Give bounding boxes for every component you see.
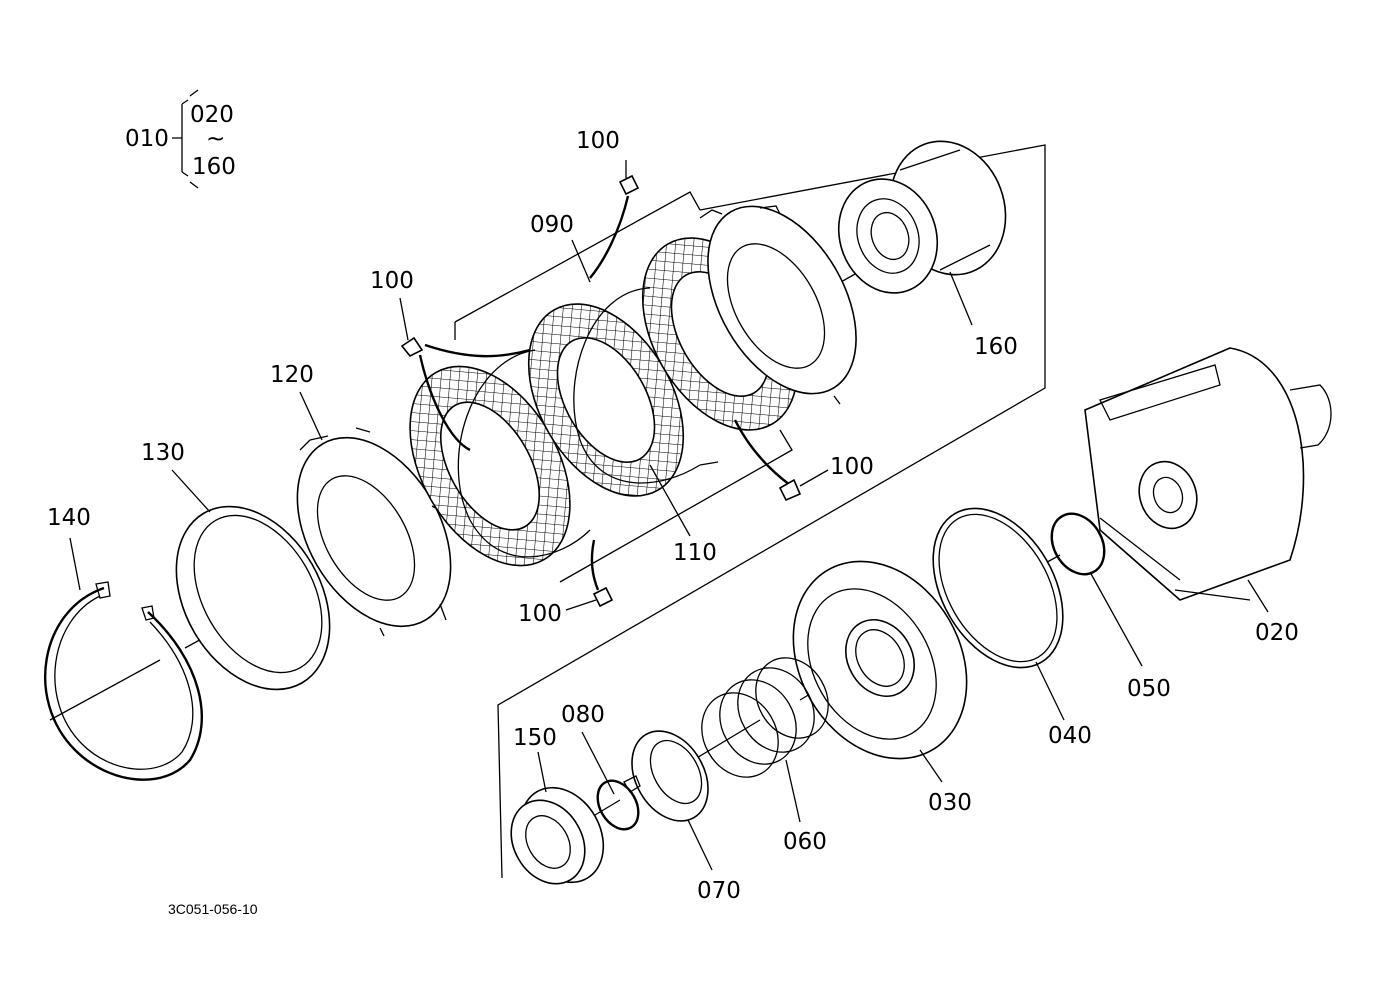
piston-030 bbox=[792, 560, 968, 760]
friction-disc-110-1 bbox=[409, 365, 571, 567]
shim-ring-130 bbox=[175, 505, 331, 691]
steel-plate-090-2 bbox=[573, 287, 719, 484]
callout-040: 040 bbox=[1048, 723, 1092, 749]
callout-080: 080 bbox=[561, 702, 605, 728]
assembly-range-sep: ~ bbox=[206, 126, 225, 152]
callout-030: 030 bbox=[928, 790, 972, 816]
callout-100-right: 100 bbox=[830, 454, 874, 480]
callout-labels: 020 030 040 050 060 070 080 090 100 100 … bbox=[47, 128, 1299, 904]
o-ring-050 bbox=[1050, 512, 1106, 576]
callout-070: 070 bbox=[697, 878, 741, 904]
return-spring-060 bbox=[701, 657, 829, 778]
callout-100-left: 100 bbox=[370, 268, 414, 294]
callout-160: 160 bbox=[974, 334, 1018, 360]
seal-ring-040 bbox=[932, 507, 1064, 669]
callout-140: 140 bbox=[47, 505, 91, 531]
spring-pin-100 bbox=[400, 174, 802, 608]
bearing-150 bbox=[510, 786, 605, 885]
callout-020: 020 bbox=[1255, 620, 1299, 646]
callout-060: 060 bbox=[783, 829, 827, 855]
callout-120: 120 bbox=[270, 362, 314, 388]
callout-130: 130 bbox=[141, 440, 185, 466]
leader-lines bbox=[69, 160, 1269, 871]
reference-code: 3C051-056-10 bbox=[168, 901, 258, 917]
assembly-range-end: 160 bbox=[192, 154, 236, 180]
callout-110: 110 bbox=[673, 540, 717, 566]
steel-plate-090-1 bbox=[457, 349, 591, 558]
callout-100-bottom: 100 bbox=[518, 601, 562, 627]
friction-disc-110-2 bbox=[527, 303, 685, 497]
callout-090: 090 bbox=[530, 212, 574, 238]
callout-150: 150 bbox=[513, 725, 557, 751]
steel-plate-090-3 bbox=[699, 205, 857, 405]
assembly-bracket bbox=[172, 89, 199, 189]
hub-160 bbox=[837, 140, 1007, 294]
circlip-080 bbox=[596, 775, 641, 831]
assembly-label: 010 bbox=[125, 126, 169, 152]
washer-070 bbox=[631, 730, 709, 822]
assembly-range-start: 020 bbox=[190, 102, 234, 128]
assembly-label-group: 010 020 ~ 160 bbox=[125, 102, 236, 180]
clutch-drum-020 bbox=[1084, 347, 1332, 601]
snap-ring-140 bbox=[44, 581, 203, 781]
callout-100-top: 100 bbox=[576, 128, 620, 154]
callout-050: 050 bbox=[1127, 676, 1171, 702]
